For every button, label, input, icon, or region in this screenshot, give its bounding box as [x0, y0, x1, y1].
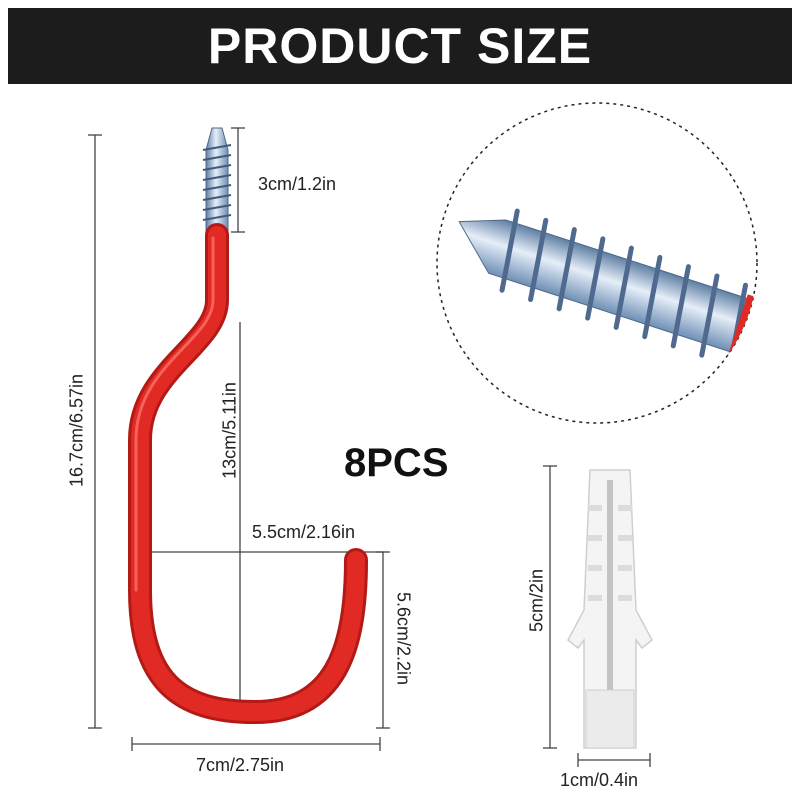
anchor-width-label: 1cm/0.4in — [560, 770, 639, 790]
title-banner: PRODUCT SIZE — [8, 8, 792, 84]
quantity-label: 8PCS — [344, 441, 449, 485]
total-height-label: 16.7cm/6.57in — [66, 373, 87, 488]
red-hook — [128, 223, 368, 725]
hook-width-label: 5.5cm/2.16in — [252, 522, 356, 542]
total-width-label: 7cm/2.75in — [196, 755, 285, 775]
wall-anchor — [567, 469, 653, 749]
screw-length-label: 3cm/1.2in — [258, 174, 337, 194]
hook-screw — [202, 127, 232, 236]
dimension-lines — [88, 127, 651, 767]
anchor-length-label: 5cm/2in — [526, 568, 547, 633]
shank-height-label: 13cm/5.11in — [219, 382, 240, 479]
hook-depth-label: 5.6cm/2.2in — [393, 591, 414, 686]
page-title: PRODUCT SIZE — [207, 18, 593, 74]
